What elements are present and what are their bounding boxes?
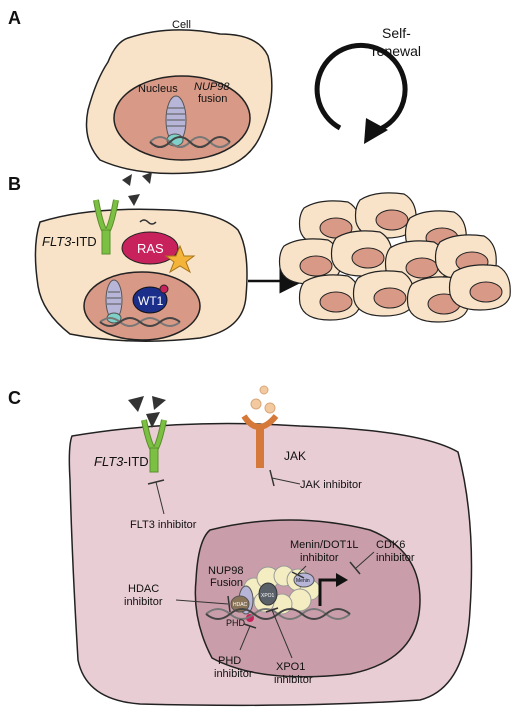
jak-ligand bbox=[259, 385, 269, 395]
daughter-nucleus bbox=[405, 257, 439, 279]
xpo1-tag: XPO1 bbox=[261, 593, 275, 599]
flt3-inhibitor-label: FLT3 inhibitor bbox=[130, 519, 197, 531]
flt3-itd-label-b: FLT3-ITD bbox=[42, 234, 97, 249]
ligand-triangle bbox=[128, 194, 140, 206]
flt3-itd-label-c: FLT3-ITD bbox=[94, 454, 149, 469]
flt3-inhibitor-line bbox=[155, 481, 165, 515]
nup98-fusion-label-1: NUP98 bbox=[208, 565, 243, 577]
panel-b-letter: B bbox=[8, 174, 21, 194]
cdk6-label-1: CDK6 bbox=[376, 539, 405, 551]
flt3-receptor-b bbox=[93, 199, 119, 255]
jak-ligand bbox=[250, 398, 262, 410]
daughter-nucleus bbox=[375, 209, 409, 231]
daughter-nucleus bbox=[299, 255, 333, 277]
self-renewal-arrow bbox=[314, 42, 408, 133]
ras-protein bbox=[121, 231, 179, 265]
hdac-tag: HDAC bbox=[233, 602, 248, 608]
daughter-nucleus bbox=[351, 247, 385, 269]
xpo1-inhibitor-label-2: inhibitor bbox=[274, 674, 313, 686]
daughter-nucleus bbox=[373, 287, 407, 309]
self-renewal-label-2: renewal bbox=[372, 43, 421, 59]
wt1-mutation-dot bbox=[159, 284, 169, 294]
hdac-inhibitor-label-2: inhibitor bbox=[124, 596, 163, 608]
phd-inhibitor-label-2: inhibitor bbox=[214, 668, 253, 680]
ligand-triangle bbox=[128, 396, 144, 412]
jak-label: JAK bbox=[284, 449, 306, 463]
menin-dot1l-label-2: inhibitor bbox=[300, 552, 339, 564]
self-renewal-label-1: Self- bbox=[382, 25, 411, 41]
xpo1-inhibitor-label-1: XPO1 bbox=[276, 661, 305, 673]
jak-ligand bbox=[264, 402, 276, 414]
menin-dot1l-label-1: Menin/DOT1L bbox=[290, 539, 358, 551]
fusion-label: fusion bbox=[198, 93, 227, 105]
nup98-fusion-complex: HDAC XPO1 Menin bbox=[230, 565, 321, 622]
phd-inhibitor-label-1: PHD bbox=[218, 655, 241, 667]
ras-label: RAS bbox=[137, 241, 164, 256]
wt1-protein bbox=[132, 286, 168, 314]
phd-label: PHD bbox=[226, 618, 246, 628]
menin-tag: Menin bbox=[296, 578, 310, 584]
panel-c: C FLT3-ITD FLT3 inhibitor JAK bbox=[8, 385, 473, 707]
cell-label: Cell bbox=[172, 19, 191, 31]
proliferated-cells bbox=[278, 192, 511, 323]
daughter-nucleus bbox=[319, 291, 353, 313]
panel-b: B FLT3-ITD RAS W bbox=[8, 172, 511, 342]
ligand-triangle bbox=[142, 172, 152, 184]
nup98-fusion-protein-b bbox=[105, 279, 123, 324]
panel-c-letter: C bbox=[8, 388, 21, 408]
activation-star bbox=[164, 244, 196, 274]
nup98-fusion-label-2: Fusion bbox=[210, 577, 243, 589]
ligand-triangle bbox=[122, 174, 132, 186]
wt1-label: WT1 bbox=[138, 294, 164, 308]
nucleus-label: Nucleus bbox=[138, 83, 178, 95]
panel-a-letter: A bbox=[8, 8, 21, 28]
ligand-triangle bbox=[146, 412, 160, 428]
hdac-inhibitor-label-1: HDAC bbox=[128, 583, 159, 595]
nup98-gene-label: NUP98 bbox=[194, 81, 230, 93]
jak-inhibitor-label: JAK inhibitor bbox=[300, 479, 362, 491]
jak-receptor bbox=[241, 414, 279, 468]
ligand-triangle bbox=[152, 396, 166, 410]
daughter-nucleus bbox=[469, 281, 503, 303]
transcription-arrow bbox=[318, 578, 338, 606]
panel-a: A Cell Nucleus NUP98 fusion Self- renewa… bbox=[8, 8, 421, 175]
jak-inhibitor-line bbox=[271, 477, 301, 485]
flt3-receptor-c bbox=[141, 419, 167, 473]
cdk6-label-2: inhibitor bbox=[376, 552, 415, 564]
